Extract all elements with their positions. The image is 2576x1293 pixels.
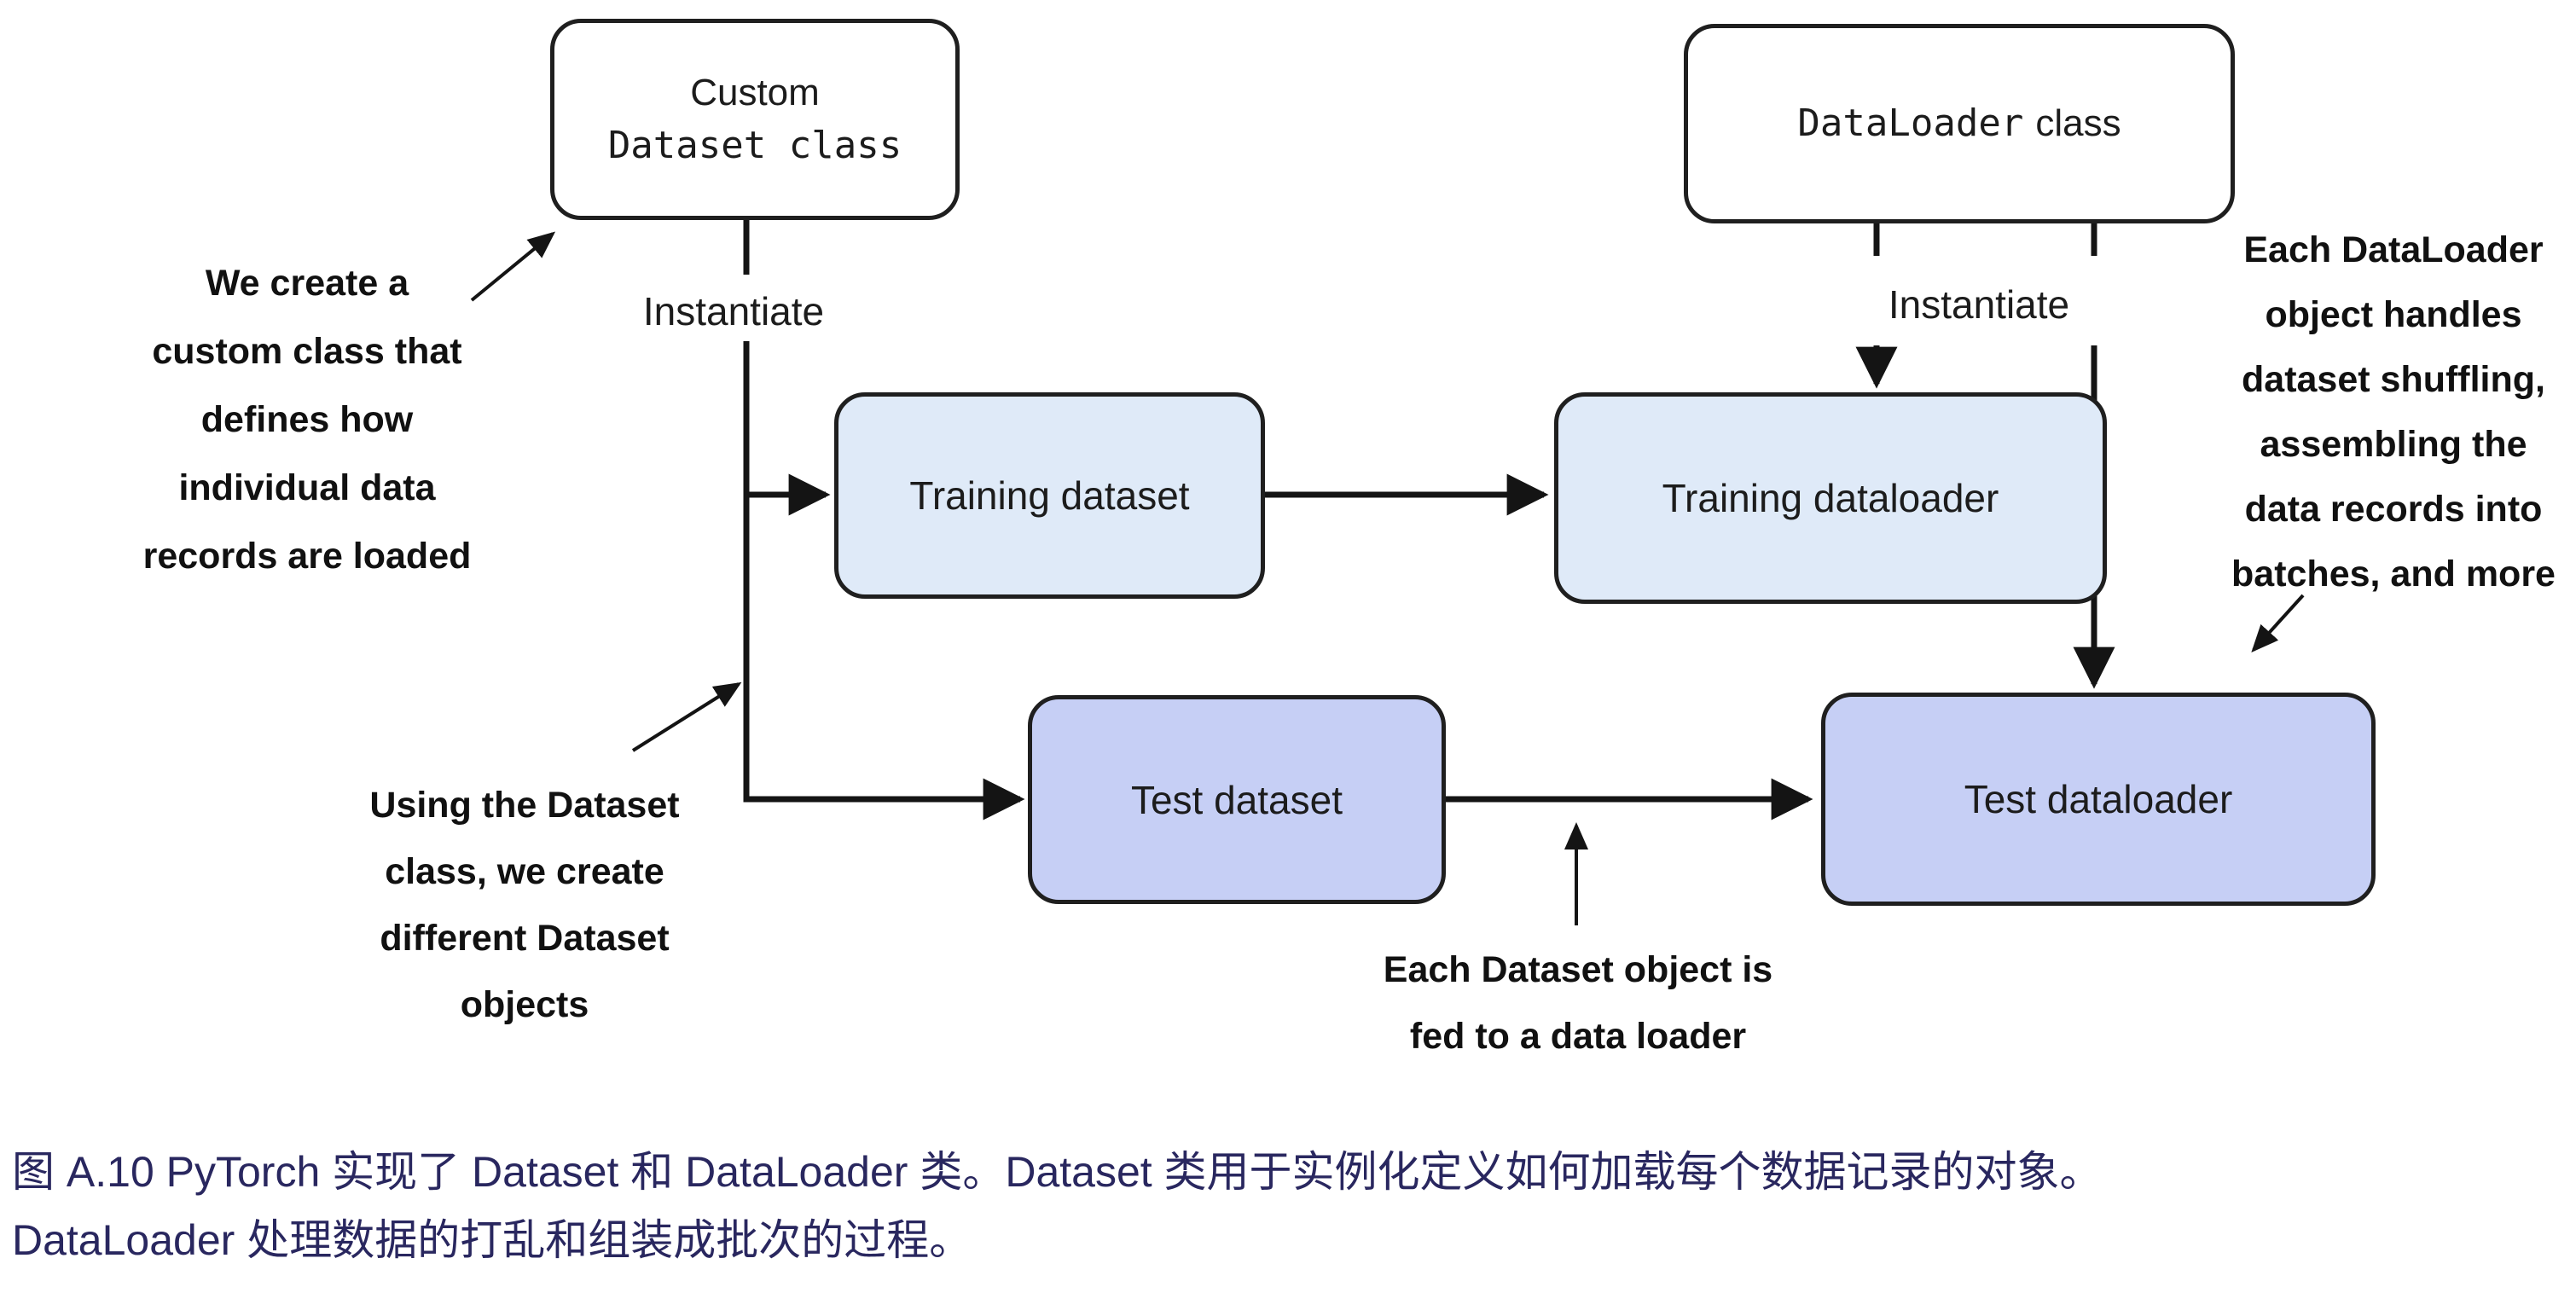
annotation-line: fed to a data loader (1409, 1016, 1747, 1057)
pointer-create-custom-class (470, 231, 556, 302)
instantiate-label-right: Instantiate (1888, 282, 2070, 327)
annotation-line: assembling the (2260, 424, 2527, 465)
test-dataset-label: Test dataset (1130, 777, 1343, 822)
annotation-line: records are loaded (142, 536, 472, 577)
annotation-line: custom class that (152, 331, 462, 372)
figure-caption: 图 A.10 PyTorch 实现了 Dataset 和 DataLoader … (12, 1138, 2566, 1274)
node-training-dataset: Training dataset (834, 392, 1265, 599)
annotation-line: object handles (2265, 294, 2522, 335)
pointer-dataloader-handles (2251, 594, 2305, 652)
annotation-line: objects (460, 984, 589, 1025)
node-test-dataset: Test dataset (1028, 695, 1446, 904)
custom-dataset-class-code: Dataset class (607, 124, 902, 167)
annotation-line: defines how (200, 399, 414, 440)
node-training-dataloader: Training dataloader (1554, 392, 2107, 604)
node-test-dataloader: Test dataloader (1821, 693, 2376, 906)
annotation-line: dataset shuffling, (2242, 359, 2545, 400)
annotation-create-custom-class: We create a custom class that defines ho… (60, 249, 554, 590)
annotation-line: We create a (205, 263, 409, 304)
annotation-dataloader-handles: Each DataLoader object handles dataset s… (2180, 217, 2576, 606)
annotation-line: batches, and more (2231, 554, 2556, 594)
pointer-using-dataset-class (631, 681, 742, 752)
annotation-line: Each Dataset object is (1383, 949, 1773, 990)
node-dataloader-class: DataLoader class (1684, 24, 2235, 223)
annotation-fed-to-dataloader: Each Dataset object is fed to a data loa… (1365, 936, 1791, 1070)
annotation-line: individual data (178, 467, 436, 508)
annotation-line: different Dataset (380, 918, 670, 959)
training-dataset-label: Training dataset (909, 473, 1190, 518)
figure-caption-line2: DataLoader 处理数据的打乱和组装成批次的过程。 (12, 1216, 972, 1264)
annotation-line: class, we create (385, 851, 664, 892)
dataloader-class-title: class (2035, 102, 2121, 144)
test-dataloader-label: Test dataloader (1964, 777, 2233, 821)
node-custom-dataset-class: Custom Dataset class (550, 19, 960, 220)
annotation-using-dataset-class: Using the Dataset class, we create diffe… (337, 772, 712, 1038)
annotation-line: Each DataLoader (2243, 229, 2544, 270)
training-dataloader-label: Training dataloader (1662, 476, 1999, 520)
dataloader-class-code: DataLoader (1797, 101, 2024, 145)
custom-dataset-class-title: Custom (690, 72, 820, 113)
annotation-line: Using the Dataset (369, 785, 680, 826)
figure-caption-line1: 图 A.10 PyTorch 实现了 Dataset 和 DataLoader … (12, 1148, 2103, 1196)
instantiate-label-left: Instantiate (642, 289, 825, 333)
annotation-line: data records into (2244, 489, 2543, 530)
